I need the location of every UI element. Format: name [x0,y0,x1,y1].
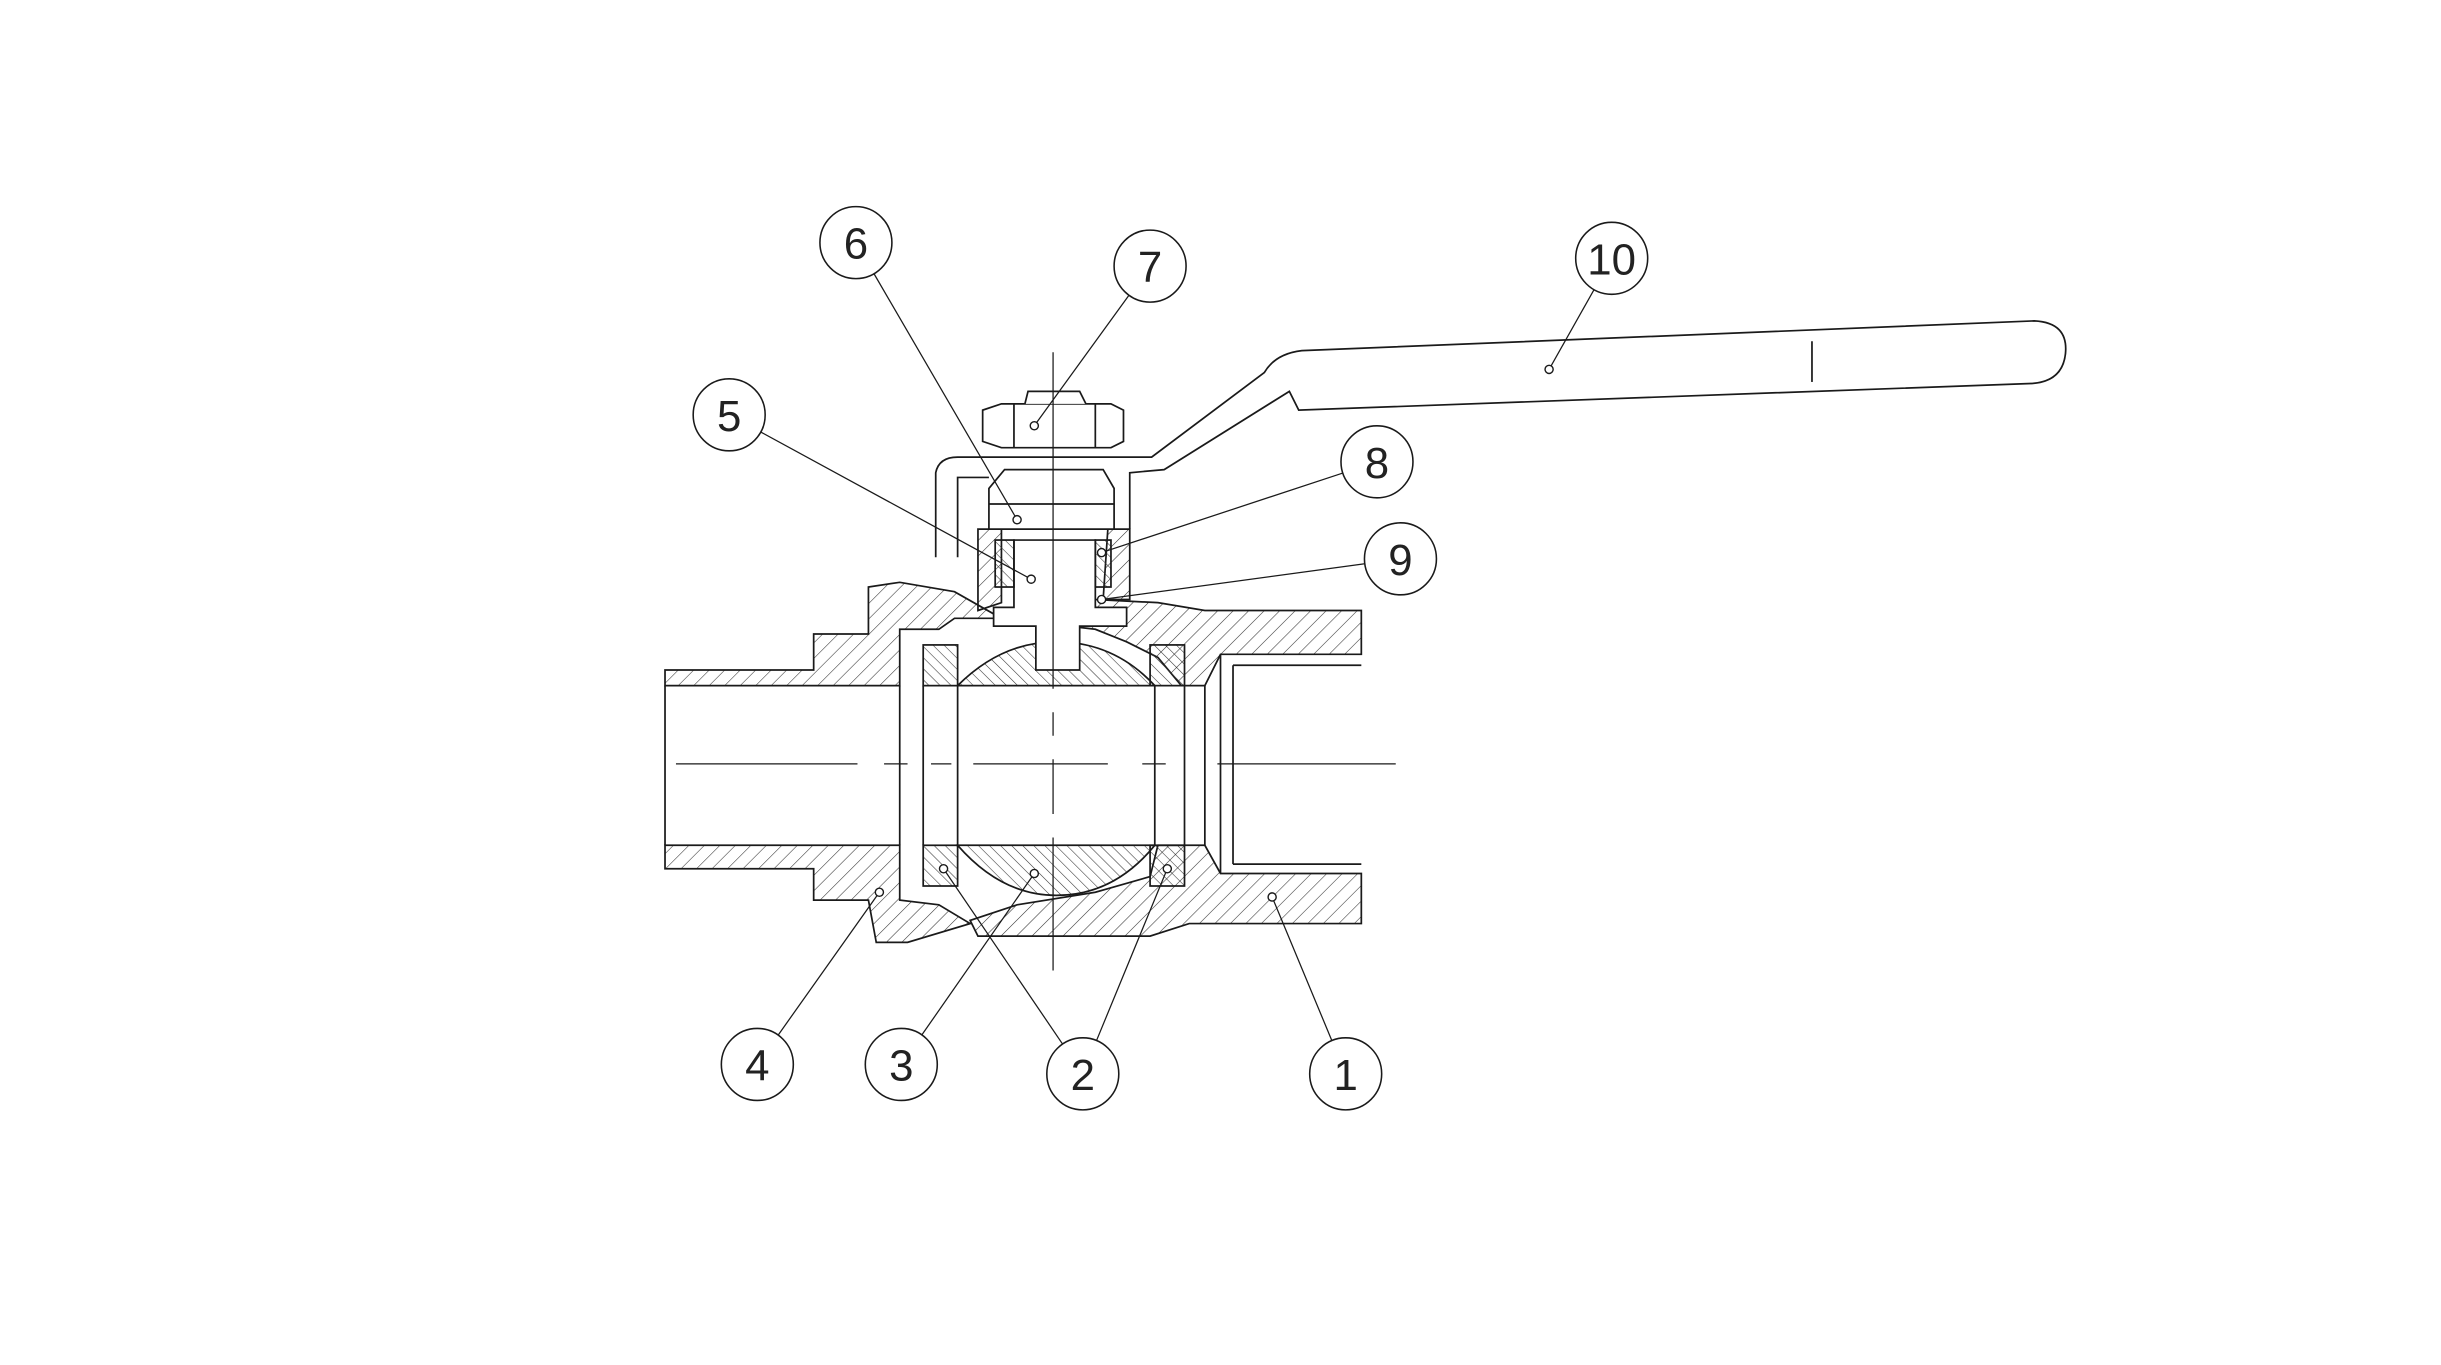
balloon-label: 5 [717,392,741,441]
balloon-10: 10 [1574,221,1649,296]
leader-dot-8 [1096,547,1107,558]
leader-line-3 [921,873,1035,1036]
leader-dot-2 [1162,864,1173,874]
seat-right-top [1149,644,1186,687]
balloon-label: 6 [844,220,868,269]
leader-line-8 [1101,472,1343,554]
leader-line-7 [1033,294,1130,427]
balloon-label: 2 [1071,1051,1095,1100]
leader-line-9 [1101,563,1365,601]
balloon-1: 1 [1308,1037,1383,1111]
balloon-4: 4 [720,1027,795,1102]
balloon-label: 1 [1333,1051,1357,1100]
balloon-9: 9 [1363,522,1438,596]
balloon-6: 6 [819,205,893,280]
balloon-2: 2 [1046,1037,1120,1111]
balloon-7: 7 [1113,229,1187,303]
balloon-circle [1113,229,1187,303]
leader-dot-3 [1029,868,1040,879]
packing-left [994,539,1015,588]
balloon-circle [1363,522,1438,596]
seat-left-top [922,644,959,687]
packing-right [1094,539,1112,588]
balloon-label: 8 [1365,439,1389,488]
balloon-circle [1046,1037,1120,1111]
balloon-circle [692,378,766,452]
balloon-5: 5 [692,378,766,452]
leader-line-6 [873,273,1018,521]
leader-lines [760,273,1595,1045]
balloon-circle [819,205,893,280]
balloon-3: 3 [864,1027,939,1102]
leader-line-5 [760,431,1032,580]
leader-dot-9 [1096,594,1107,605]
balloon-circle [1308,1037,1383,1111]
leader-line-4 [777,891,880,1036]
balloon-label: 7 [1138,243,1162,292]
balloon-label: 10 [1587,235,1636,284]
leader-line-10 [1548,289,1595,370]
balloon-circle [864,1027,939,1102]
leader-dot-7 [1029,421,1040,431]
leader-line-2 [943,868,1064,1045]
leader-line-1 [1271,896,1333,1041]
gland-nut [988,468,1115,530]
leader-dot-4 [874,887,885,898]
balloon-8: 8 [1340,424,1414,499]
part-balloons: 1 2 3 4 5 6 7 8 9 10 [692,205,1649,1111]
handle [934,320,2067,558]
leader-dot-10 [1544,364,1554,375]
balloon-label: 4 [745,1042,769,1091]
balloon-label: 9 [1388,536,1412,585]
stem [992,539,1128,671]
leader-dot-5 [1026,574,1036,584]
balloon-circle [720,1027,795,1102]
balloon-circle [1574,221,1649,296]
balloon-label: 3 [889,1042,913,1091]
leader-dot-1 [1267,892,1277,902]
leader-line-2 [1095,868,1168,1041]
leader-dot-2 [938,864,949,874]
ball-bottom [955,844,1157,897]
balloon-circle [1340,424,1414,499]
left-end-bottom-wall [664,844,973,944]
leader-dot-6 [1012,514,1022,525]
valve-body [664,320,2067,971]
